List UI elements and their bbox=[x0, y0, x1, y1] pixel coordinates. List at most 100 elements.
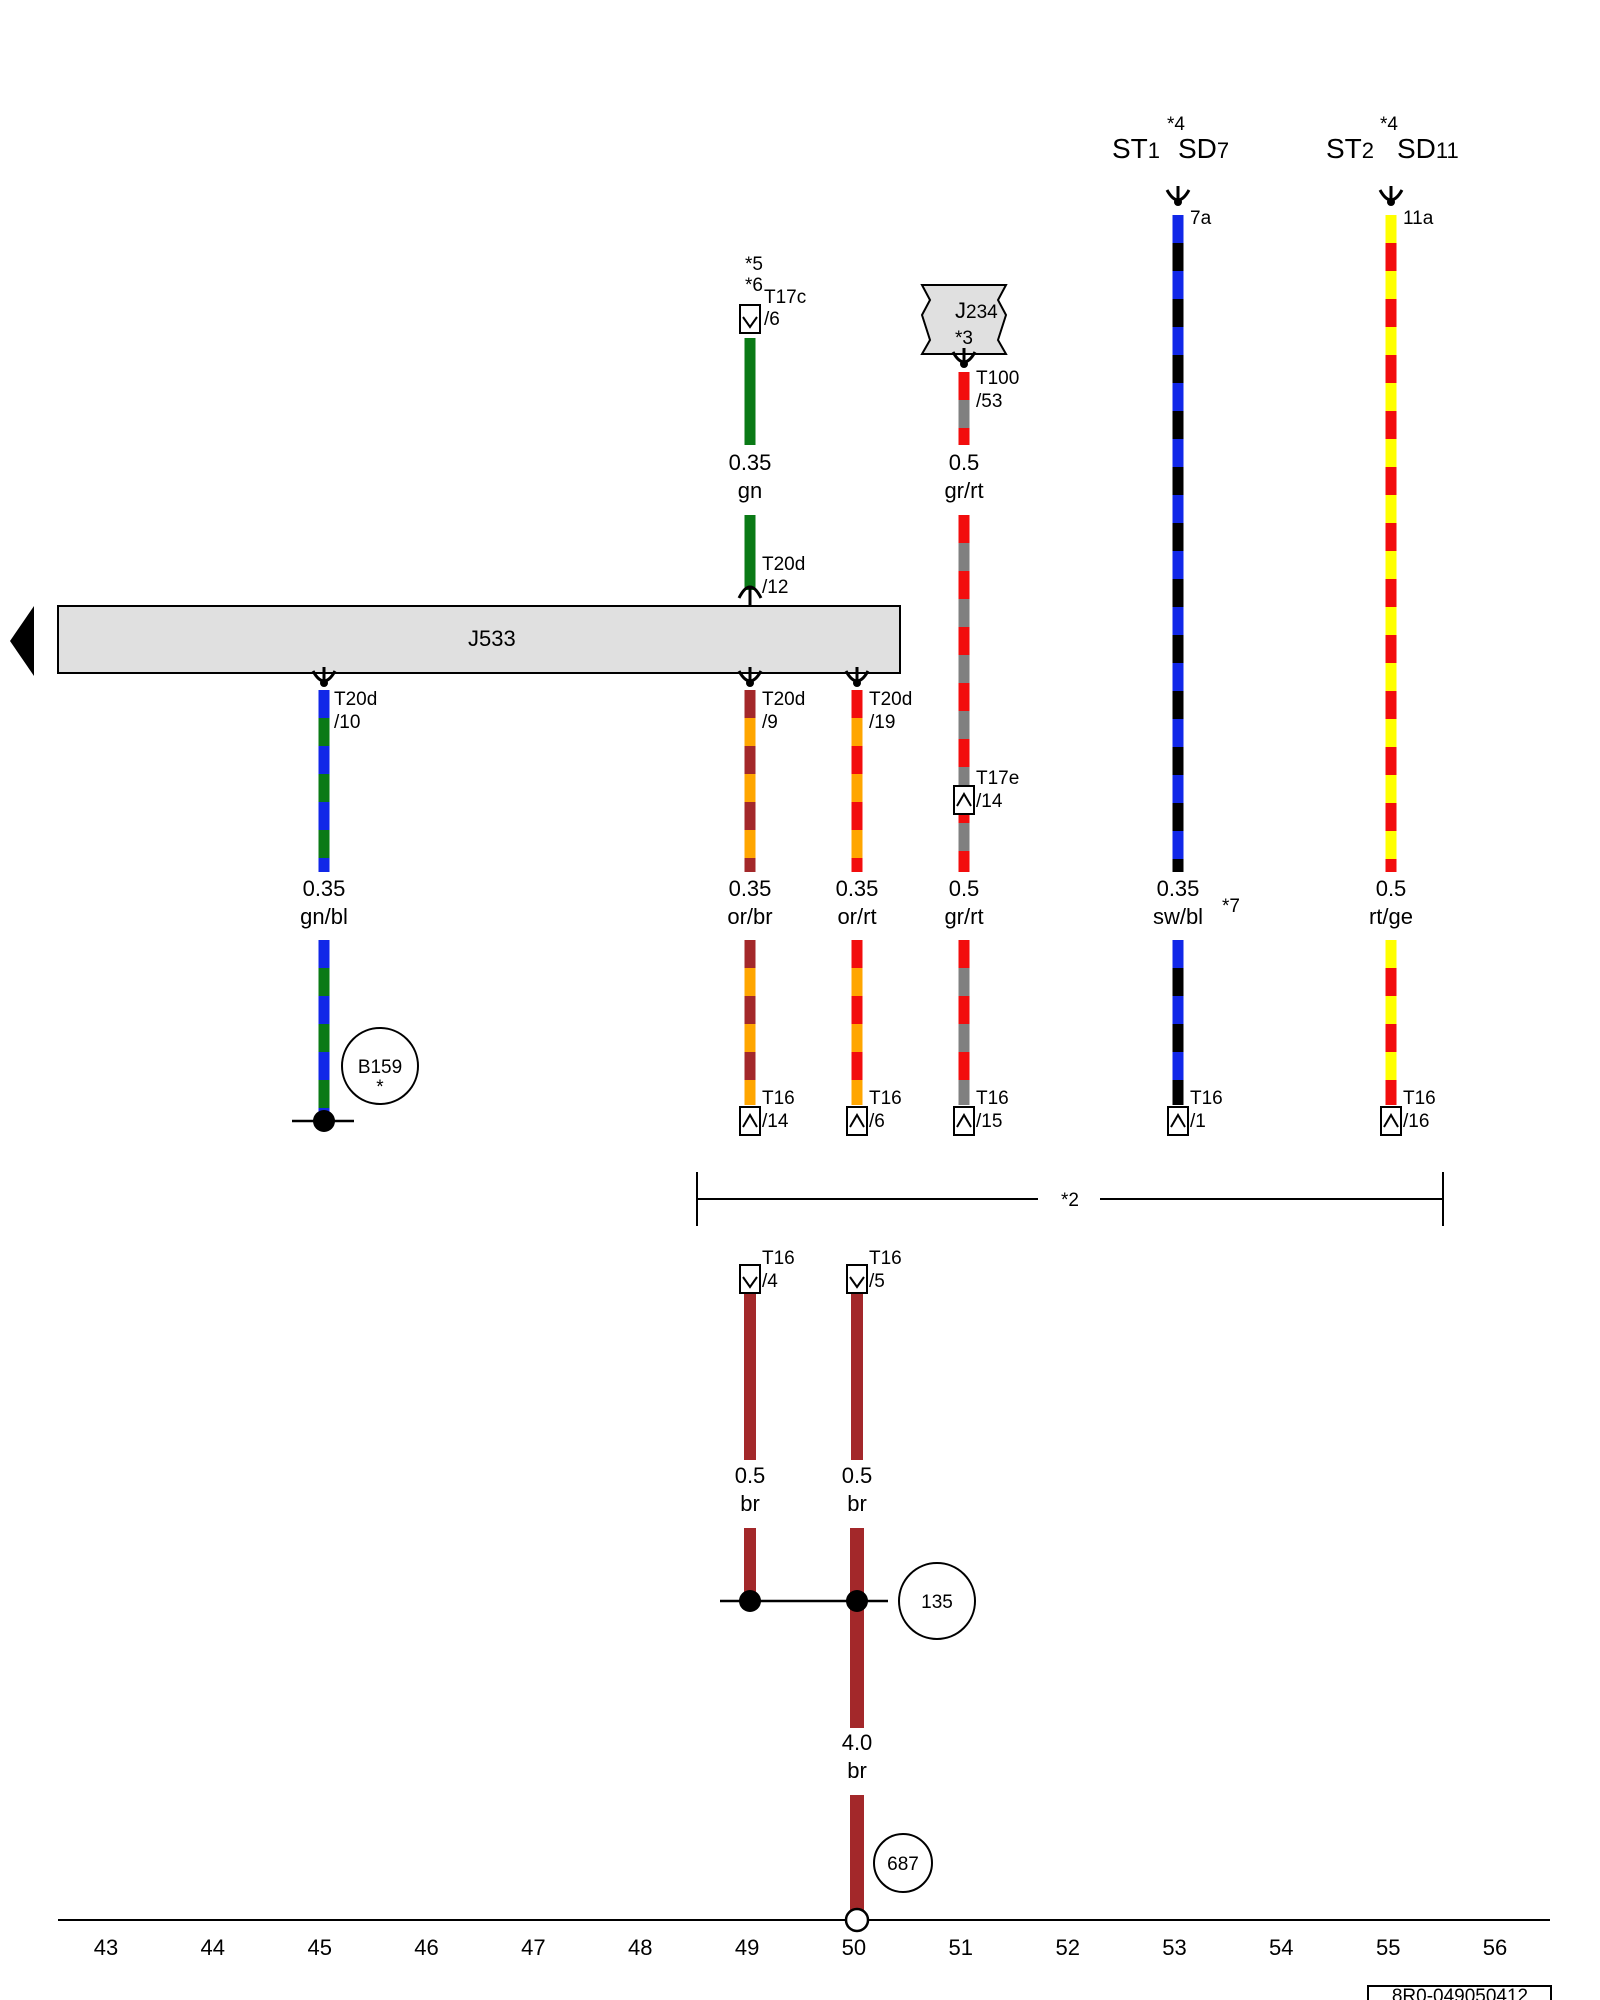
connector-box-chevron bbox=[742, 316, 758, 329]
wire-segment bbox=[1172, 1052, 1184, 1080]
connector-box-chevron bbox=[742, 1276, 758, 1289]
conn-t20d19-pin: /19 bbox=[869, 712, 895, 733]
conn-t20d10-name: T20d bbox=[334, 689, 377, 710]
conn-7a: 7a bbox=[1190, 208, 1212, 229]
connector-box-chevron bbox=[742, 1113, 758, 1128]
ground-135-label: 135 bbox=[921, 1592, 953, 1613]
wire-segment bbox=[958, 543, 970, 571]
wire-segment bbox=[1172, 271, 1184, 299]
header-2-sd: SD11 bbox=[1397, 133, 1459, 164]
conn-t16-6-name: T16 bbox=[869, 1088, 902, 1109]
axis-label: 51 bbox=[949, 1935, 973, 1960]
connector-box-icon bbox=[739, 304, 761, 334]
wire-segment bbox=[1172, 327, 1184, 355]
wire-segment bbox=[1172, 607, 1184, 635]
conn-t17c-pin: /6 bbox=[764, 309, 780, 330]
axis-label: 49 bbox=[735, 1935, 759, 1960]
wire-label-size: 0.35 bbox=[303, 876, 346, 901]
connector-box-chevron bbox=[849, 1276, 865, 1289]
conn-t100-name: T100 bbox=[976, 368, 1019, 389]
axis-label: 45 bbox=[307, 1935, 331, 1960]
ground-687-circle[interactable] bbox=[873, 1833, 933, 1893]
wire-segment bbox=[744, 996, 756, 1024]
wire-segment bbox=[958, 515, 970, 543]
wire-segment bbox=[958, 571, 970, 599]
wire-segment bbox=[1385, 243, 1397, 271]
wire-segment bbox=[744, 1080, 756, 1105]
conn-t16-6-pin: /6 bbox=[869, 1111, 885, 1132]
wire-segment bbox=[1172, 803, 1184, 831]
b159-note: * bbox=[376, 1077, 384, 1098]
conn-t16-16-pin: /16 bbox=[1403, 1111, 1429, 1132]
wire-label-color: sw/bl bbox=[1153, 904, 1203, 929]
b159-label: B159 bbox=[358, 1057, 402, 1078]
b159-circle[interactable] bbox=[341, 1027, 419, 1105]
conn-t16-14-pin: /14 bbox=[762, 1111, 789, 1132]
wire-segment bbox=[1385, 968, 1397, 996]
wire-segment bbox=[958, 996, 970, 1024]
axis-label: 52 bbox=[1055, 1935, 1079, 1960]
wire-segment bbox=[1172, 299, 1184, 327]
wire-segment bbox=[744, 802, 756, 830]
wire-segment bbox=[1385, 579, 1397, 607]
j234-box[interactable] bbox=[920, 284, 1008, 355]
wire-segment bbox=[1385, 1052, 1397, 1080]
connector-box-chevron bbox=[849, 1113, 865, 1128]
j533-box[interactable] bbox=[57, 605, 901, 674]
conn-t16-1-name: T16 bbox=[1190, 1088, 1223, 1109]
wire-segment bbox=[1385, 607, 1397, 635]
wire-segment bbox=[1385, 803, 1397, 831]
b159-junction bbox=[313, 1110, 335, 1132]
wire-segment bbox=[1385, 691, 1397, 719]
wire-segment bbox=[1172, 439, 1184, 467]
wire-segment bbox=[1385, 383, 1397, 411]
ground-687-label: 687 bbox=[887, 1854, 919, 1875]
wire-segment bbox=[1172, 747, 1184, 775]
connector-box-frame bbox=[739, 1106, 761, 1136]
wire-segment bbox=[958, 599, 970, 627]
wire-segment bbox=[744, 1052, 756, 1080]
wire-segment bbox=[1172, 940, 1184, 968]
wire-segment bbox=[1172, 215, 1184, 243]
wire-segment bbox=[1172, 775, 1184, 803]
wire-segment bbox=[1172, 1080, 1184, 1105]
connector-box-icon bbox=[1167, 1106, 1189, 1136]
connector-symbols bbox=[311, 186, 1404, 1294]
conn-t20d9-name: T20d bbox=[762, 689, 805, 710]
wire-segment bbox=[744, 1024, 756, 1052]
bracket-note-2: *2 bbox=[696, 1172, 1444, 1226]
wire-segment bbox=[1385, 940, 1397, 968]
connector-cup-dot bbox=[320, 679, 328, 687]
wire-segment bbox=[744, 830, 756, 858]
wire-segment bbox=[851, 1080, 863, 1105]
wire-label-size: 0.35 bbox=[729, 450, 772, 475]
wire-segment bbox=[958, 823, 970, 851]
ground-687-terminal bbox=[844, 1907, 870, 1933]
j533-label: J533 bbox=[468, 626, 516, 651]
wires bbox=[318, 215, 1397, 1912]
wire-segment bbox=[1385, 859, 1397, 872]
conn-t20d9-pin: /9 bbox=[762, 712, 778, 733]
wire-segment bbox=[744, 940, 756, 968]
axis-label: 43 bbox=[94, 1935, 118, 1960]
connector-box-icon bbox=[953, 785, 975, 815]
wire-segment bbox=[1385, 1080, 1397, 1105]
wire-label-size: 4.0 bbox=[842, 1730, 873, 1755]
ground-135-junction-a bbox=[739, 1590, 761, 1612]
wire-segment bbox=[1172, 523, 1184, 551]
axis-label: 48 bbox=[628, 1935, 652, 1960]
wire-segment bbox=[1385, 411, 1397, 439]
wire-label-size: 0.35 bbox=[1157, 876, 1200, 901]
ground-135-circle[interactable] bbox=[898, 1562, 976, 1640]
connector-cup-icon bbox=[1378, 186, 1404, 206]
wire-segment bbox=[1385, 551, 1397, 579]
header-1-note: *4 bbox=[1167, 114, 1185, 135]
j234-note: *3 bbox=[955, 328, 973, 349]
conn-t20d19-name: T20d bbox=[869, 689, 912, 710]
wire-segment bbox=[851, 1052, 863, 1080]
connector-box-chevron bbox=[1383, 1113, 1399, 1128]
wire-segment bbox=[1385, 495, 1397, 523]
wire-label-color: gr/rt bbox=[944, 478, 983, 503]
wire-segment bbox=[1385, 299, 1397, 327]
